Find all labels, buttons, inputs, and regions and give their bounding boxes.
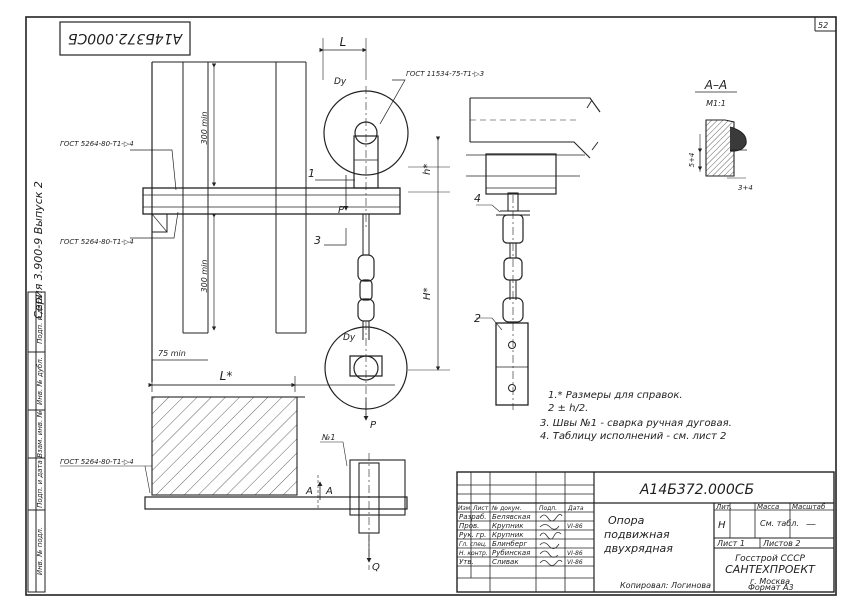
section-aa-dim-horiz: 3+4 — [738, 184, 753, 192]
svg-text:Изм.: Изм. — [458, 505, 472, 512]
gost-plan-label: ГОСТ 5264-80-Т1-▷4 — [60, 458, 134, 466]
sheet-number: 52 — [818, 21, 828, 30]
svg-text:Лист: Лист — [472, 505, 489, 512]
position-2-label: 2 — [474, 312, 481, 325]
svg-text:Дата: Дата — [567, 505, 584, 512]
svg-text:Блинберг: Блинберг — [492, 540, 527, 548]
front-view — [130, 38, 450, 421]
dim-h-big-label: H* — [422, 287, 433, 300]
gost-left-upper-label: ГОСТ 5264-80-Т1-▷4 — [60, 140, 134, 148]
dim-75-label: 75 min — [158, 349, 186, 358]
side-stamp-4: Инв. № дубл. — [36, 357, 44, 405]
svg-text:Гл. спец.: Гл. спец. — [459, 541, 487, 548]
format-label: Формат А3 — [748, 583, 794, 592]
svg-text:Разраб.: Разраб. — [459, 513, 487, 521]
svg-text:Подп.: Подп. — [539, 505, 557, 512]
lit-header: Лит. — [715, 503, 732, 511]
sheets-label: Листов 2 — [762, 539, 801, 548]
force-p-bottom-label: P — [370, 420, 377, 431]
note-2: 2 ± h/2. — [548, 403, 588, 414]
side-stamp-3: Взам. инв. № — [36, 410, 44, 458]
title-block-roles: Разраб. Пров. Рук. гр. Гл. спец. Н. конт… — [459, 513, 488, 566]
force-q-label: Q — [372, 562, 380, 573]
title-block-column-headers: Изм. Лист № докум. Подп. Дата — [458, 505, 584, 512]
svg-text:А14Б372.000СБ: А14Б372.000СБ — [68, 30, 183, 46]
org-line-2: САНТЕХПРОЕКТ — [725, 563, 816, 576]
svg-text:Рук. гр.: Рук. гр. — [459, 531, 486, 539]
plan-view — [60, 376, 408, 570]
dim-l-label: L — [340, 35, 347, 49]
dim-big-l-label: L* — [220, 369, 233, 383]
lit-value: Н — [718, 520, 726, 531]
side-stamp-column — [27, 291, 46, 593]
position-1-label: 1 — [308, 167, 315, 180]
sheet-frame — [25, 16, 837, 596]
force-p-top-label: P — [338, 205, 345, 216]
svg-text:Крупник: Крупник — [492, 531, 524, 539]
note-1: 1.* Размеры для справок. — [548, 390, 683, 401]
org-line-3: г. Москва — [750, 577, 790, 586]
section-a-right-label: А — [325, 486, 333, 497]
dim-h-small-label: h* — [422, 164, 433, 175]
title-block-dates: VI-86 VI-86 VI-86 — [567, 523, 583, 566]
weld-1-label: №1 — [321, 433, 335, 442]
note-3: 3. Швы №1 - сварка ручная дуговая. — [540, 418, 732, 429]
dim-300-lower-label: 300 min — [200, 260, 209, 293]
notes-block: 1.* Размеры для справок. 2 ± h/2. 3. Швы… — [540, 390, 732, 442]
mass-value: См. табл. — [760, 519, 799, 528]
svg-text:VI-86: VI-86 — [567, 550, 583, 557]
svg-text:№ докум.: № докум. — [491, 505, 522, 512]
pipe-dy-upper-label: Dy — [334, 77, 347, 87]
designation-main: А14Б372.000СБ — [639, 482, 754, 498]
copied-by: Копировал: Логинова — [620, 581, 711, 590]
pipe-dy-lower-label: Dy — [343, 333, 356, 343]
side-stamp-5: Подп. и дата — [36, 296, 44, 344]
position-3-label: 3 — [314, 234, 321, 247]
side-stamp-2: Подп. и дата — [36, 460, 44, 508]
section-aa-dim-vert: 5+4 — [688, 153, 696, 168]
title-block-signatures — [539, 514, 563, 566]
svg-text:Рубинская: Рубинская — [492, 549, 530, 557]
svg-text:Утв.: Утв. — [459, 558, 474, 566]
series-label: Серия 3.900-9 Выпуск 2 — [32, 181, 45, 319]
drawing-name-line-1: Опора — [608, 514, 645, 527]
sheet-label: Лист 1 — [716, 539, 745, 548]
note-4: 4. Таблицу исполнений - см. лист 2 — [540, 430, 726, 442]
title-block-names: Белявская Крупник Крупник Блинберг Рубин… — [492, 513, 531, 566]
svg-text:VI-86: VI-86 — [567, 523, 583, 530]
svg-text:Пров.: Пров. — [459, 522, 479, 530]
side-stamp-1: Инв. № подл. — [36, 527, 44, 575]
rotated-designation: А14Б372.000СБ — [59, 21, 191, 56]
svg-text:Крупник: Крупник — [492, 522, 524, 530]
gost-top-label: ГОСТ 11534-75-Т1-▷3 — [406, 70, 484, 78]
svg-text:Белявская: Белявская — [492, 513, 531, 521]
gost-left-lower-label: ГОСТ 5264-80-Т1-▷4 — [60, 238, 134, 246]
scale-value: — — [806, 519, 816, 530]
dim-300-upper-label: 300 min — [200, 112, 209, 145]
section-aa — [695, 91, 747, 179]
section-aa-title: А–А — [704, 78, 727, 92]
section-aa-scale: М1:1 — [706, 99, 726, 108]
drawing-name-line-3: двухрядная — [603, 542, 673, 555]
svg-text:VI-86: VI-86 — [567, 559, 583, 566]
title-block — [456, 471, 835, 593]
section-a-left-label: А — [305, 486, 313, 497]
position-4-label: 4 — [474, 192, 481, 205]
org-line-1: Госстрой СССР — [735, 554, 805, 564]
svg-text:Сливак: Сливак — [492, 558, 519, 566]
svg-text:Н. контр.: Н. контр. — [459, 550, 488, 557]
mass-header: Масса — [757, 503, 779, 511]
side-view — [466, 97, 601, 410]
drawing-name-line-2: подвижная — [604, 528, 670, 541]
scale-header: Масштаб — [792, 503, 826, 511]
